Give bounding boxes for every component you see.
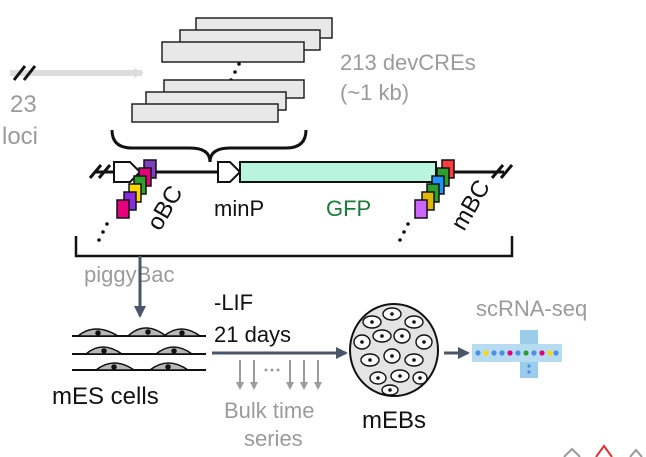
mebs-label: mEBs [362,407,426,434]
devcre-stack-top [161,17,333,63]
bulk-label-line2: series [244,426,303,451]
minp-promoter-chevron [217,161,242,183]
devcre-stack-bottom [131,79,305,123]
obc-barcode-stack [116,159,157,219]
mbc-label: mBC [446,175,496,235]
loci-label: loci [2,123,38,150]
devcre-size: (~1 kb) [340,80,409,105]
lif-label: -LIF [214,290,253,315]
scrna-label: scRNA-seq [476,296,587,321]
obc-label: oBC [142,181,189,235]
minp-label: minP [214,196,264,221]
mbc-ellipsis [398,222,410,242]
meb-embryoid-body [349,303,439,397]
devcre-count: 213 devCREs [340,50,476,75]
days-label: 21 days [214,322,291,347]
mbc-barcode-stack [414,159,455,219]
bulk-label-line1: Bulk time [224,398,314,423]
edge-partial-marks [563,444,643,457]
mes-cells-label: mES cells [52,383,159,410]
piggybac-label: piggyBac [84,262,175,287]
ellipsis-dots-top [229,62,241,82]
obc-ellipsis [97,222,109,242]
mes-cells-illustration [72,327,206,371]
loci-count: 23 [10,91,37,118]
gfp-box [239,161,437,183]
bulk-ellipsis [264,368,280,372]
devcre-brace [110,129,308,163]
construct-bracket [74,236,514,258]
gfp-label: GFP [326,196,371,221]
bulk-timepoint-arrows [236,360,322,390]
loci-arrow [10,65,144,81]
scrna-chip [472,330,562,378]
